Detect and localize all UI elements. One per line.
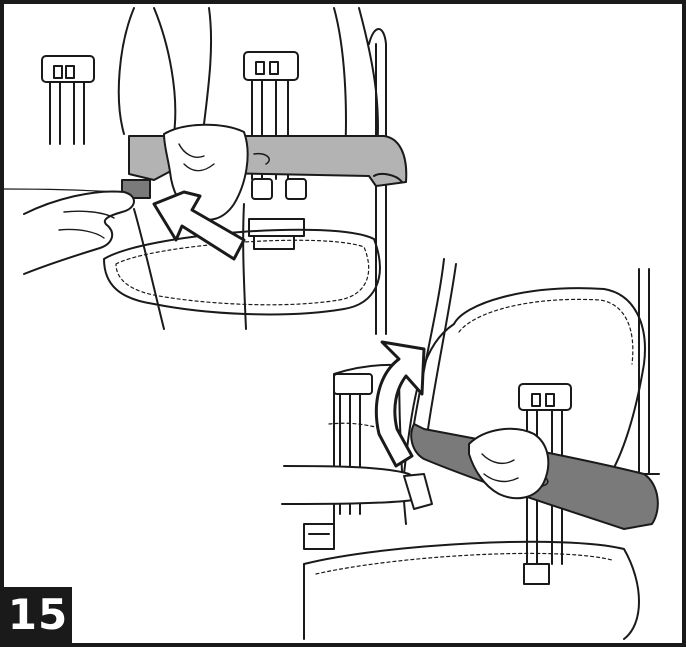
seat-cushion-bottom <box>304 542 639 639</box>
top-scene <box>24 8 406 334</box>
instruction-illustration <box>4 4 682 643</box>
hand-on-latch <box>24 191 134 274</box>
scene-divider <box>4 189 114 192</box>
step-number-badge: 15 <box>4 587 72 643</box>
harness-buckle-bottom <box>304 524 334 549</box>
bottom-scene <box>282 259 659 639</box>
harness-buckle <box>249 219 304 249</box>
hand-holding-bar <box>469 429 548 498</box>
arm-pressing-latch <box>282 466 420 504</box>
